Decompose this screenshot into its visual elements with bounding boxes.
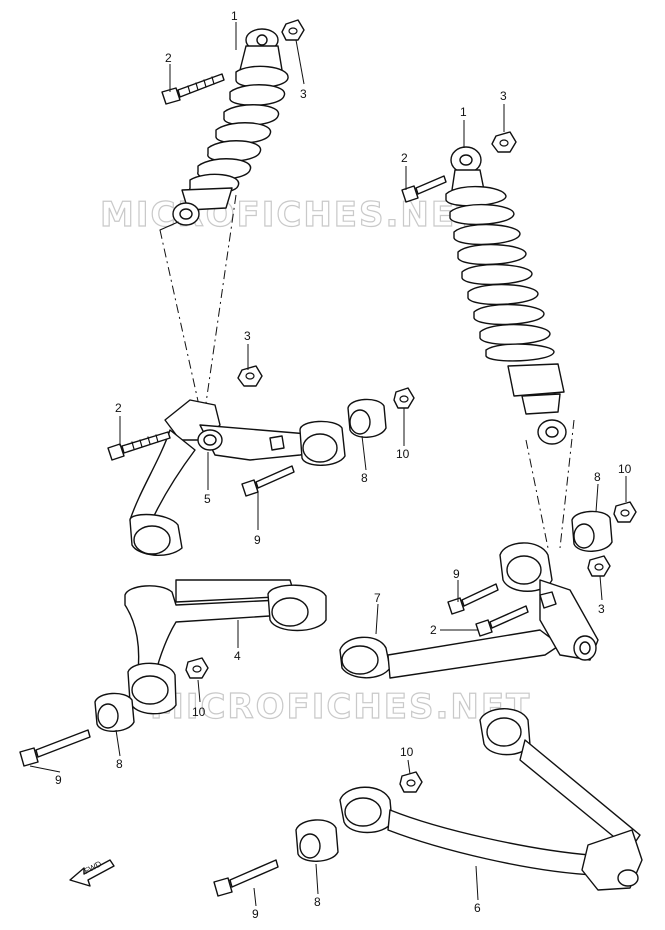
callout-10: 10 [400,745,414,759]
spring-coils-right [445,185,555,362]
bolt-9-bottom [213,859,279,897]
callout-10: 10 [396,447,410,461]
bushing-8-left [94,692,135,732]
watermark-bottom: MICROFICHES.NET [150,687,531,727]
arm-7 [339,542,599,679]
callout-2: 2 [401,151,408,165]
callout-5: 5 [204,492,211,506]
callout-4: 4 [234,649,241,663]
washer-10-right [613,501,637,523]
washer-10-bottom [399,771,423,793]
nut-top-right [491,131,517,153]
callout-9: 9 [453,567,460,581]
arm-bracket-5 [129,399,346,556]
leader-lines [29,22,627,907]
callout-6: 6 [474,901,481,915]
bushing-8-bottom [295,819,339,862]
bolt-9-right [447,583,499,615]
callout-1: 1 [231,9,238,23]
callout-8: 8 [116,757,123,771]
callout-3: 3 [500,89,507,103]
bushing-8-right [571,510,613,552]
bolt-9-upper [241,465,295,497]
callout-10: 10 [618,462,632,476]
nut-top-left [281,19,305,41]
guide-line [525,439,549,549]
guide-line [204,194,237,411]
callout-10: 10 [192,705,206,719]
callout-8: 8 [594,470,601,484]
nut-mid-left [237,365,263,387]
guide-line [559,419,575,549]
callout-8: 8 [361,471,368,485]
bolt-9-left [19,729,91,767]
bolt-mid-left [107,431,171,461]
callout-2: 2 [115,401,122,415]
callout-3: 3 [300,87,307,101]
bolt-2-right [475,605,529,637]
shock-absorber-left [172,28,289,226]
callout-2: 2 [165,51,172,65]
shock-absorber-right [445,146,567,445]
callout-2: 2 [430,623,437,637]
watermark-top: MICROFICHES.NET [100,195,481,235]
callout-3: 3 [244,329,251,343]
callout-labels: 1 2 3 1 2 3 3 2 5 9 8 10 8 10 9 7 2 3 4 … [55,9,632,921]
callout-9: 9 [252,907,259,921]
arm-6 [339,708,643,891]
upper-arm-4 [124,579,327,715]
washer-10-upper [393,387,415,409]
nut-3-right [587,555,611,577]
callout-3: 3 [598,602,605,616]
callout-7: 7 [374,591,381,605]
washer-10-left [185,657,209,679]
callout-1: 1 [460,105,467,119]
bushing-8-upper [347,398,387,438]
callout-9: 9 [55,773,62,787]
bolt-top-left [161,73,225,105]
guide-line [159,229,201,411]
fwd-arrow-icon: FWD [69,859,115,887]
callout-9: 9 [254,533,261,547]
callout-8: 8 [314,895,321,909]
